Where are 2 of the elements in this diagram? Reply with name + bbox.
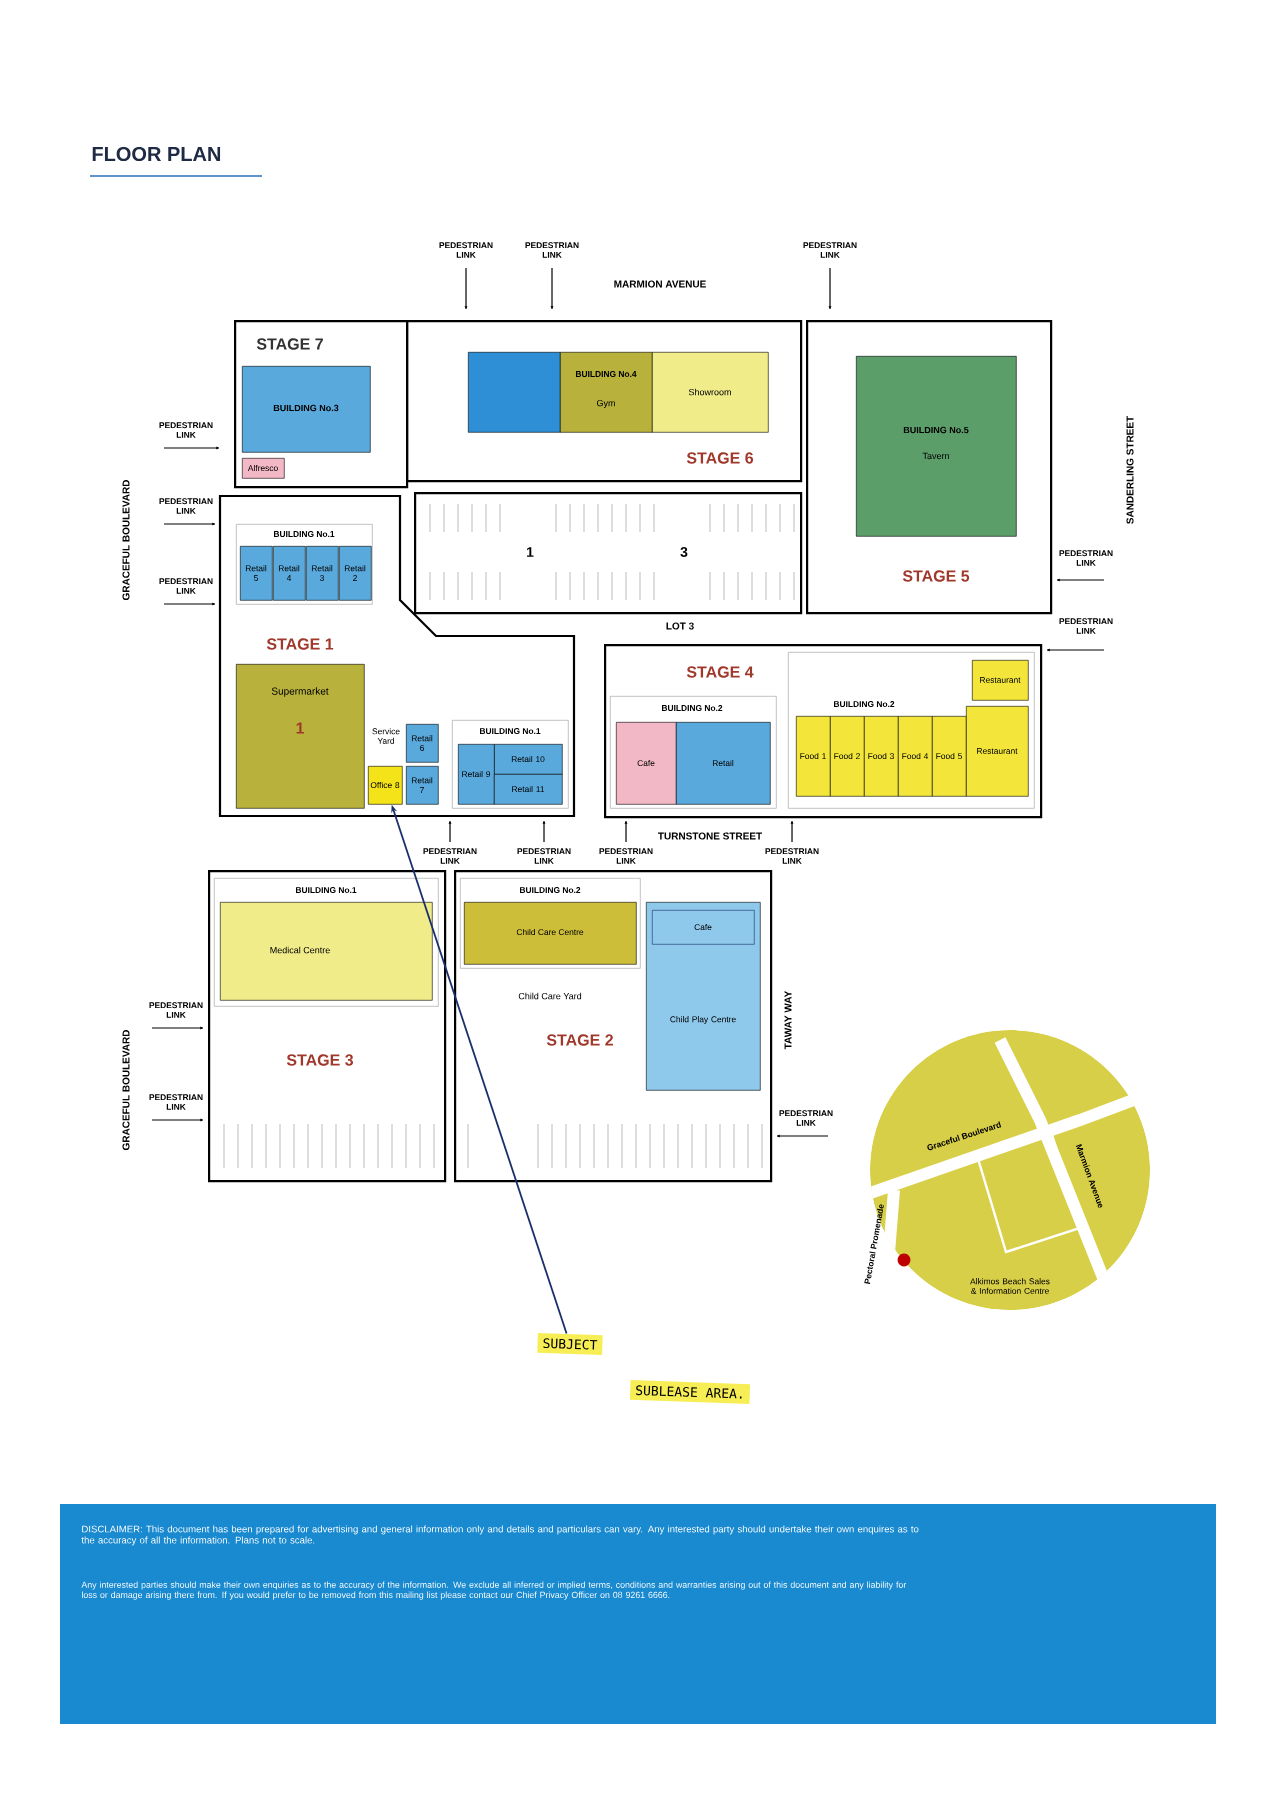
building-block xyxy=(468,352,561,433)
title: FLOOR PLAN xyxy=(92,146,221,162)
